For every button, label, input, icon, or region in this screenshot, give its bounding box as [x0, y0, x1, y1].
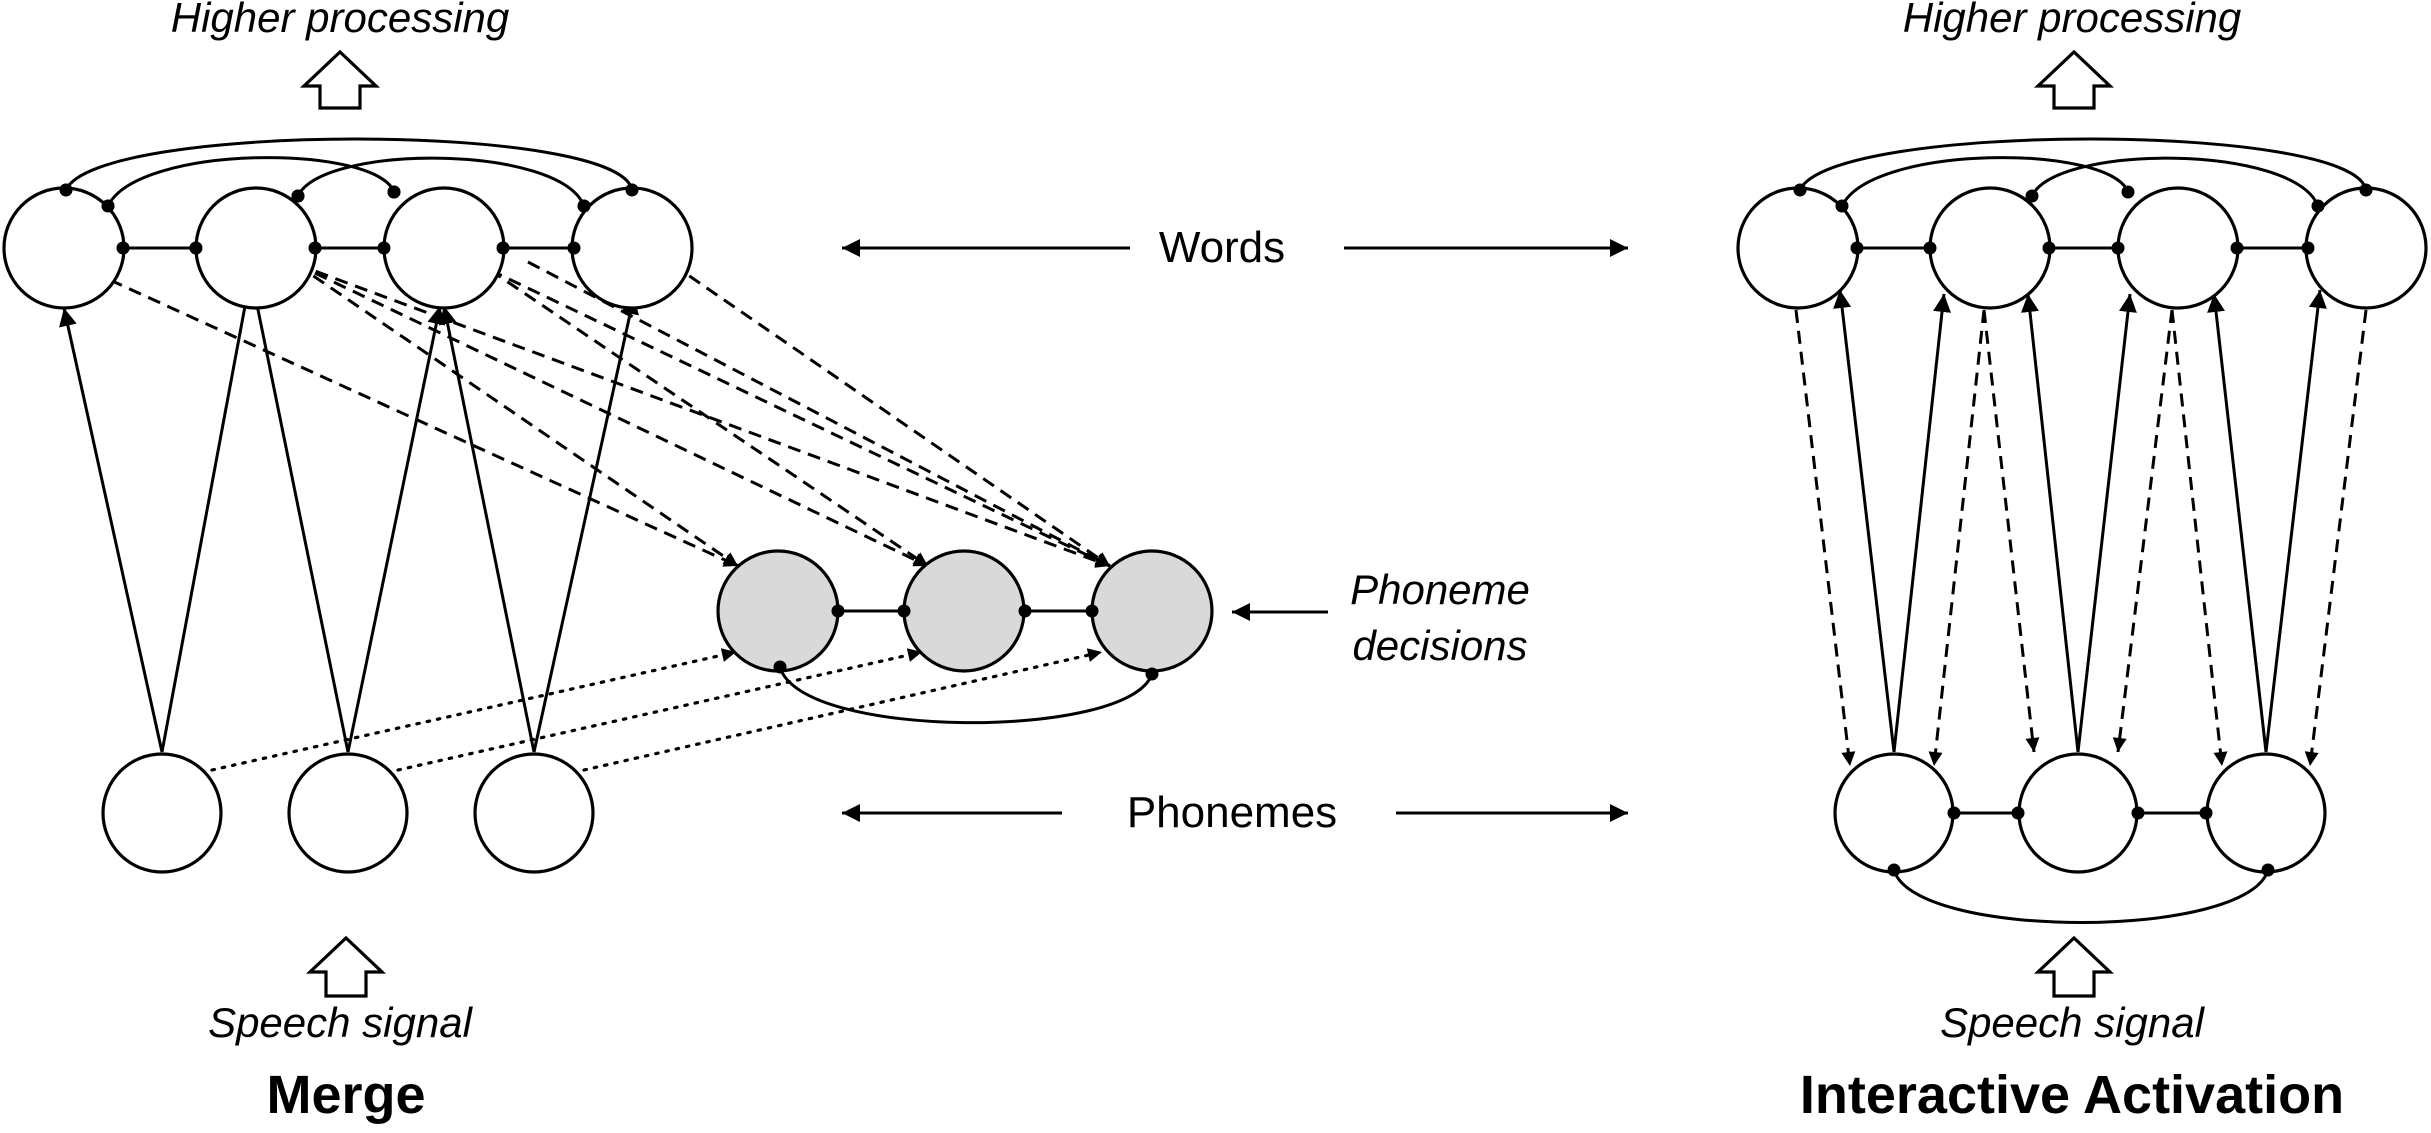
interactive-activation-model: Higher processing: [1736, 0, 2428, 1125]
merge-phoneme-node-2: [287, 752, 409, 874]
ia-phoneme-to-word-solid: [1833, 289, 2327, 753]
merge-phoneme-node-3: [473, 752, 595, 874]
merge-phoneme-to-decision-dotted: [210, 648, 1104, 772]
merge-word-node-2: [194, 186, 318, 310]
phoneme-decisions-label-line2: decisions: [1352, 622, 1527, 669]
ia-phoneme-node-1: [1833, 752, 1955, 874]
merge-word-lateral-links: [116, 241, 581, 255]
merge-speech-signal-arrow: [305, 935, 387, 998]
merge-decision-node-1: [716, 549, 840, 673]
phonemes-level-label: Phonemes: [1127, 788, 1337, 837]
level-labels: Words Phonemes: [842, 223, 1628, 837]
merge-word-inhibition-arcs: [59, 137, 639, 213]
merge-higher-processing-arrow: [299, 49, 381, 110]
ia-word-node-3: [2116, 186, 2240, 310]
ia-higher-processing-label: Higher processing: [1903, 0, 2242, 41]
merge-decision-node-2: [902, 549, 1026, 673]
ia-word-to-phoneme-dashed: [1794, 309, 2368, 767]
ia-word-node-2: [1928, 186, 2052, 310]
merge-decision-links: [778, 609, 1154, 725]
ia-title: Interactive Activation: [1800, 1065, 2344, 1125]
merge-title: Merge: [266, 1065, 425, 1125]
merge-model: Higher processing: [2, 0, 1530, 1125]
words-level-label: Words: [1159, 223, 1285, 272]
ia-phoneme-node-2: [2017, 752, 2139, 874]
merge-decision-node-3: [1090, 549, 1214, 673]
merge-speech-signal-label: Speech signal: [208, 999, 474, 1046]
merge-word-to-decision-dashed: [109, 260, 1111, 568]
phoneme-decisions-label-line1: Phoneme: [1350, 566, 1530, 613]
ia-phoneme-links: [1892, 811, 2270, 924]
ia-higher-processing-arrow: [2033, 49, 2115, 110]
ia-word-inhibition-arcs: [1798, 137, 2368, 207]
ia-phoneme-node-3: [2205, 752, 2327, 874]
merge-higher-processing-label: Higher processing: [171, 0, 510, 41]
merge-word-node-3: [382, 186, 506, 310]
ia-speech-signal-arrow: [2033, 935, 2115, 998]
merge-phoneme-node-1: [101, 752, 223, 874]
ia-speech-signal-label: Speech signal: [1940, 999, 2206, 1046]
merge-phoneme-to-word-solid: [59, 289, 639, 753]
